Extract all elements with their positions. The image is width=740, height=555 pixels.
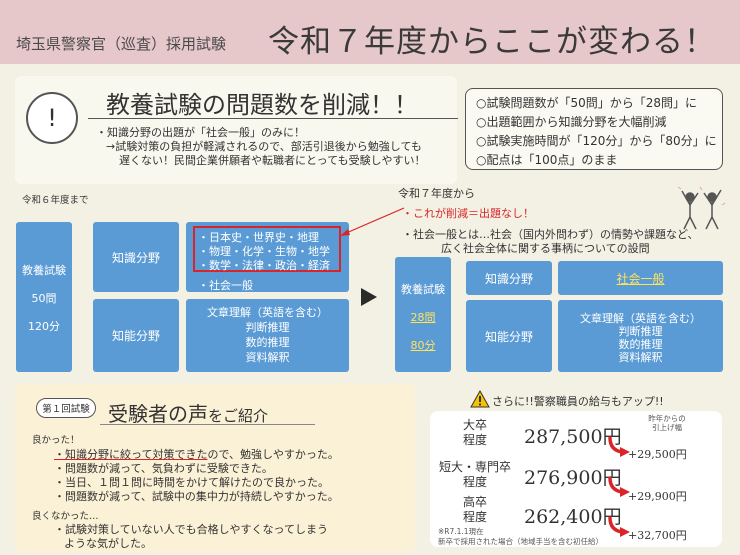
notice-card	[15, 76, 457, 184]
voice-item: ・問題数が減って、試験中の集中力が持続しやすかった。	[54, 490, 339, 503]
salary-amount: 287,500円	[524, 426, 622, 448]
header-banner	[0, 0, 740, 64]
section-title: 教養試験の問題数を削減！！	[106, 91, 418, 119]
ability-box-after: 知能分野	[466, 300, 552, 372]
celebrating-people-icon	[677, 186, 726, 230]
ability-item: 文章理解（英語を含む）	[580, 312, 701, 325]
increase-header: 引上げ幅	[652, 423, 682, 432]
salary-row-label: 程度	[462, 475, 487, 489]
alert-icon: !	[26, 92, 78, 144]
title-underline	[88, 118, 458, 119]
notice-bullet: →試験対策の負担が軽減されるので、部活引退後から勉強しても	[106, 140, 422, 153]
salary-increase: +29,500円	[628, 448, 687, 461]
subject-line: ・数学・法律・政治・経済	[198, 259, 330, 272]
exam-box-before: 教養試験 50問 120分	[16, 222, 72, 372]
social-subject-box: 社会一般	[558, 261, 723, 295]
exam-box-after: 教養試験 28問 80分	[395, 257, 451, 372]
notice-bullet: ・知識分野の出題が「社会一般」のみに！	[96, 126, 305, 139]
ability-subjects-box	[186, 299, 349, 372]
social-subject-after: 社会一般	[616, 271, 665, 286]
ability-item: 文章理解（英語を含む）	[207, 306, 328, 319]
ability-item: 判断推理	[618, 325, 663, 338]
salary-row-label: 程度	[462, 433, 487, 447]
after-note: 広く社会全体に関する事柄についての設問	[441, 242, 650, 255]
session-badge: 第１回試験	[36, 398, 96, 418]
summary-line: ○試験実施時間が「120分」から「80分」に	[476, 134, 717, 148]
salary-row-label: 高卒	[462, 495, 487, 509]
knowledge-box-after: 知識分野	[466, 261, 552, 295]
social-subject-before: ・社会一般	[198, 279, 253, 292]
salary-increase: +32,700円	[628, 529, 687, 542]
ability-item: 数的推理	[245, 336, 290, 349]
salary-footnote: ※R7.1.1現在	[438, 527, 484, 536]
voices-title-suffix: をご紹介	[208, 407, 269, 425]
summary-line: ○試験問題数が「50問」から「28問」に	[476, 96, 698, 110]
ability-item: 判断推理	[245, 321, 290, 334]
ability-item: 数的推理	[618, 338, 663, 351]
increase-header: 昨年からの	[648, 414, 686, 423]
exam-name: 教養試験	[401, 283, 445, 296]
before-label: 令和６年度まで	[22, 195, 89, 206]
salary-amount: 262,400円	[524, 506, 622, 528]
voice-item: ような気がした。	[64, 537, 152, 550]
salary-amount: 276,900円	[524, 467, 622, 489]
salary-headline: さらに!!警察職員の給与もアップ!!	[492, 395, 664, 408]
salary-row-label: 程度	[462, 510, 487, 524]
after-note: ・社会一般とは…社会（国内外問わず）の情勢や課題など、	[402, 228, 699, 241]
exam-name: 教養試験	[22, 264, 66, 277]
voice-highlight: ・知識分野に絞って対策できた	[54, 448, 208, 461]
salary-row-label: 短大・専門卒	[438, 460, 511, 474]
bad-label: 良くなかった…	[32, 511, 99, 522]
salary-row-label: 大卒	[462, 418, 487, 432]
salary-box	[430, 411, 722, 547]
warning-icon	[470, 390, 490, 408]
salary-increase: +29,900円	[628, 490, 687, 503]
summary-box	[465, 88, 723, 170]
voices-title: 受験者の声をご紹介	[108, 398, 268, 427]
voice-item-rest: ので、勉強しやすかった。	[207, 448, 339, 461]
exam-questions: 50問	[31, 292, 57, 305]
exam-questions: 28問	[410, 311, 436, 324]
exam-time: 120分	[28, 320, 60, 333]
ability-box-before: 知能分野	[93, 299, 179, 372]
increase-arrows-icon	[608, 436, 630, 537]
good-label: 良かった！	[32, 435, 80, 446]
after-label: 令和７年度から	[398, 187, 475, 200]
red-arrow-icon	[340, 207, 405, 236]
after-note-removed: ・これが削減＝出題なし！	[402, 207, 534, 220]
summary-line: ○配点は「100点」のまま	[476, 153, 618, 167]
transition-arrow-icon	[361, 288, 377, 306]
exam-time: 80分	[410, 339, 436, 352]
header-subtitle: 埼玉県警察官（巡査）採用試験	[16, 35, 227, 53]
knowledge-box-before: 知識分野	[93, 222, 179, 292]
subject-line: ・物理・化学・生物・地学	[198, 245, 330, 258]
voice-item: ・試験対策していない人でも合格しやすくなってしまう	[54, 523, 329, 536]
subject-line: ・日本史・世界史・地理	[198, 231, 319, 244]
voice-item: ・知識分野に絞って対策できたので、勉強しやすかった。	[54, 446, 339, 462]
ability-subjects-box-after	[558, 300, 723, 372]
summary-line: ○出題範囲から知識分野を大幅削減	[476, 115, 667, 129]
notice-bullet: 遅くない！民間企業併願者や転職者にとっても受験しやすい！	[119, 154, 426, 167]
ability-item: 資料解釈	[245, 351, 290, 364]
knowledge-subjects-box	[186, 222, 349, 292]
removed-subjects-highlight	[193, 226, 341, 272]
header-headline: 令和７年度からここが変わる！	[268, 24, 716, 60]
voice-item: ・当日、１問１問に時間をかけて解けたので良かった。	[54, 476, 329, 489]
voice-item: ・問題数が減って、気負わずに受験できた。	[54, 462, 273, 475]
voices-title-main: 受験者の声	[108, 402, 208, 426]
voices-underline	[100, 424, 315, 425]
ability-item: 資料解釈	[618, 351, 663, 364]
salary-footnote: 新卒で採用された場合（地域手当を含む初任給）	[438, 537, 603, 546]
